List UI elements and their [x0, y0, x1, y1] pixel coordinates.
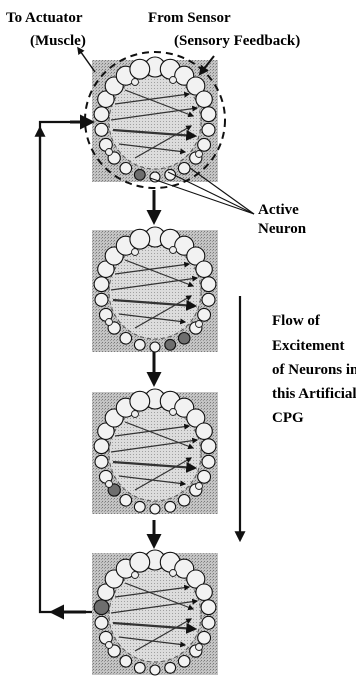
neuron — [94, 277, 109, 292]
muscle-label: (Muscle) — [30, 33, 86, 50]
inner-neuron — [196, 151, 203, 158]
neuron — [150, 665, 160, 675]
neuron — [130, 552, 150, 572]
neuron — [196, 584, 212, 600]
neuron — [178, 656, 190, 668]
neuron — [165, 501, 176, 512]
inner-neuron — [196, 321, 203, 328]
inner-neuron — [170, 77, 177, 84]
inner-neuron — [170, 247, 177, 254]
active-neuron — [178, 333, 190, 345]
neuron — [201, 439, 216, 454]
flow-label-line2: Excitement — [272, 338, 344, 355]
inner-neuron — [106, 319, 113, 326]
neuron — [120, 163, 132, 175]
neuron — [95, 455, 108, 468]
to-actuator-label: To Actuator — [6, 10, 83, 27]
neuron — [130, 391, 150, 411]
neuron — [134, 501, 145, 512]
inner-neuron — [106, 149, 113, 156]
flow-label-line4: this Artificial — [272, 386, 356, 403]
neuron — [198, 308, 211, 321]
neuron — [150, 342, 160, 352]
active-neuron-label-line2: Neuron — [258, 221, 306, 238]
neuron — [95, 293, 108, 306]
neuron — [198, 470, 211, 483]
inner-neuron — [132, 249, 139, 256]
neuron — [196, 261, 212, 277]
neuron — [120, 333, 132, 345]
neuron — [201, 600, 216, 615]
neuron — [198, 138, 211, 151]
neuron — [202, 293, 215, 306]
neuron — [94, 439, 109, 454]
active-neuron — [165, 339, 176, 350]
neuron — [198, 631, 211, 644]
inner-neuron — [196, 483, 203, 490]
neuron — [196, 423, 212, 439]
neuron — [95, 123, 108, 136]
neuron — [196, 91, 212, 107]
neuron — [120, 656, 132, 668]
cpg-panel-2 — [92, 227, 218, 352]
neuron — [94, 107, 109, 122]
from-sensor-label: From Sensor — [148, 10, 231, 27]
neuron — [150, 504, 160, 514]
inner-neuron — [106, 481, 113, 488]
neuron — [130, 59, 150, 79]
inner-neuron — [170, 570, 177, 577]
loop-back-line — [40, 122, 92, 612]
sensory-feedback-label: (Sensory Feedback) — [174, 33, 300, 50]
inner-neuron — [132, 411, 139, 418]
flow-label-line3: of Neurons in — [272, 362, 356, 379]
flow-label-line5: CPG — [272, 410, 304, 427]
neuron — [202, 123, 215, 136]
neuron — [178, 163, 190, 175]
neuron — [134, 662, 145, 673]
active-neuron-label-line1: Active — [258, 202, 299, 219]
neuron — [134, 339, 145, 350]
neuron — [165, 662, 176, 673]
active-neuron-pointer-3 — [190, 168, 254, 214]
active-neuron — [94, 600, 109, 615]
neuron — [201, 107, 216, 122]
active-neuron-pointer-1 — [150, 178, 254, 214]
neuron — [202, 455, 215, 468]
inner-neuron — [170, 409, 177, 416]
flow-label-line1: Flow of — [272, 313, 320, 330]
inner-neuron — [132, 79, 139, 86]
neuron — [95, 616, 108, 629]
inner-neuron — [132, 572, 139, 579]
neuron — [201, 277, 216, 292]
cpg-panel-1 — [92, 57, 218, 182]
neuron — [178, 495, 190, 507]
active-neuron — [134, 169, 145, 180]
neuron — [202, 616, 215, 629]
neuron — [120, 495, 132, 507]
inner-neuron — [196, 644, 203, 651]
cpg-panel-4 — [92, 550, 218, 675]
cpg-panel-3 — [92, 389, 218, 514]
inner-neuron — [106, 642, 113, 649]
neuron — [130, 229, 150, 249]
